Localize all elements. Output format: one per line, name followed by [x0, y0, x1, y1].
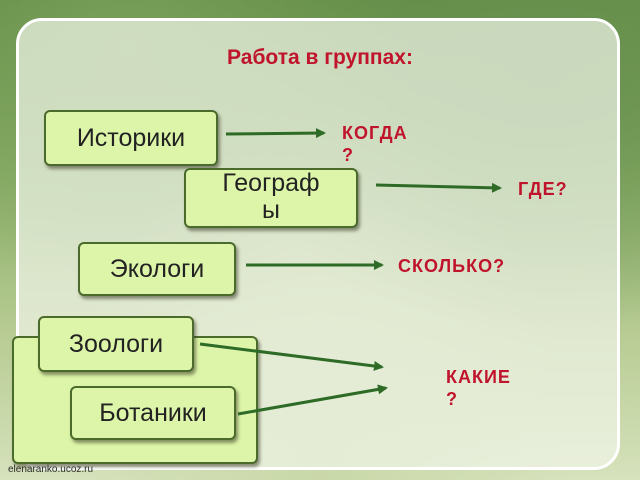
question-where: ГДЕ? — [518, 178, 568, 200]
group-label-botanists: Ботаники — [99, 399, 207, 427]
question-which-line2: ? — [446, 389, 458, 409]
group-box-historians: Историки — [44, 110, 218, 166]
slide-title: Работа в группах: — [227, 46, 413, 69]
question-how-many-text: СКОЛЬКО? — [398, 256, 506, 276]
question-how-many: СКОЛЬКО? — [398, 255, 505, 277]
group-box-ecologists: Экологи — [78, 242, 236, 296]
group-box-geographers: Географ ы — [184, 168, 358, 228]
question-when-line1: КОГДА — [342, 123, 408, 143]
group-label-historians: Историки — [76, 124, 186, 152]
question-which-line1: КАКИЕ — [446, 367, 511, 387]
arrow-botanists-which — [237, 384, 388, 416]
group-label-geographers-line2: ы — [262, 196, 280, 224]
question-where-text: ГДЕ? — [518, 179, 568, 199]
group-label-zoologists: Зоологи — [68, 330, 164, 358]
arrow-geographers-where — [375, 182, 502, 193]
question-which: КАКИЕ ? — [446, 366, 511, 410]
question-when-line2: ? — [342, 145, 354, 165]
group-box-zoologists: Зоологи — [38, 316, 194, 372]
group-label-geographers-line1: Географ — [222, 169, 320, 197]
watermark: elenaranko.ucoz.ru — [8, 464, 94, 475]
arrow-historians-when — [225, 128, 326, 139]
group-box-botanists: Ботаники — [70, 386, 236, 440]
question-when: КОГДА ? — [342, 122, 408, 166]
group-label-ecologists: Экологи — [109, 255, 205, 283]
arrow-zoologists-which — [199, 342, 384, 371]
